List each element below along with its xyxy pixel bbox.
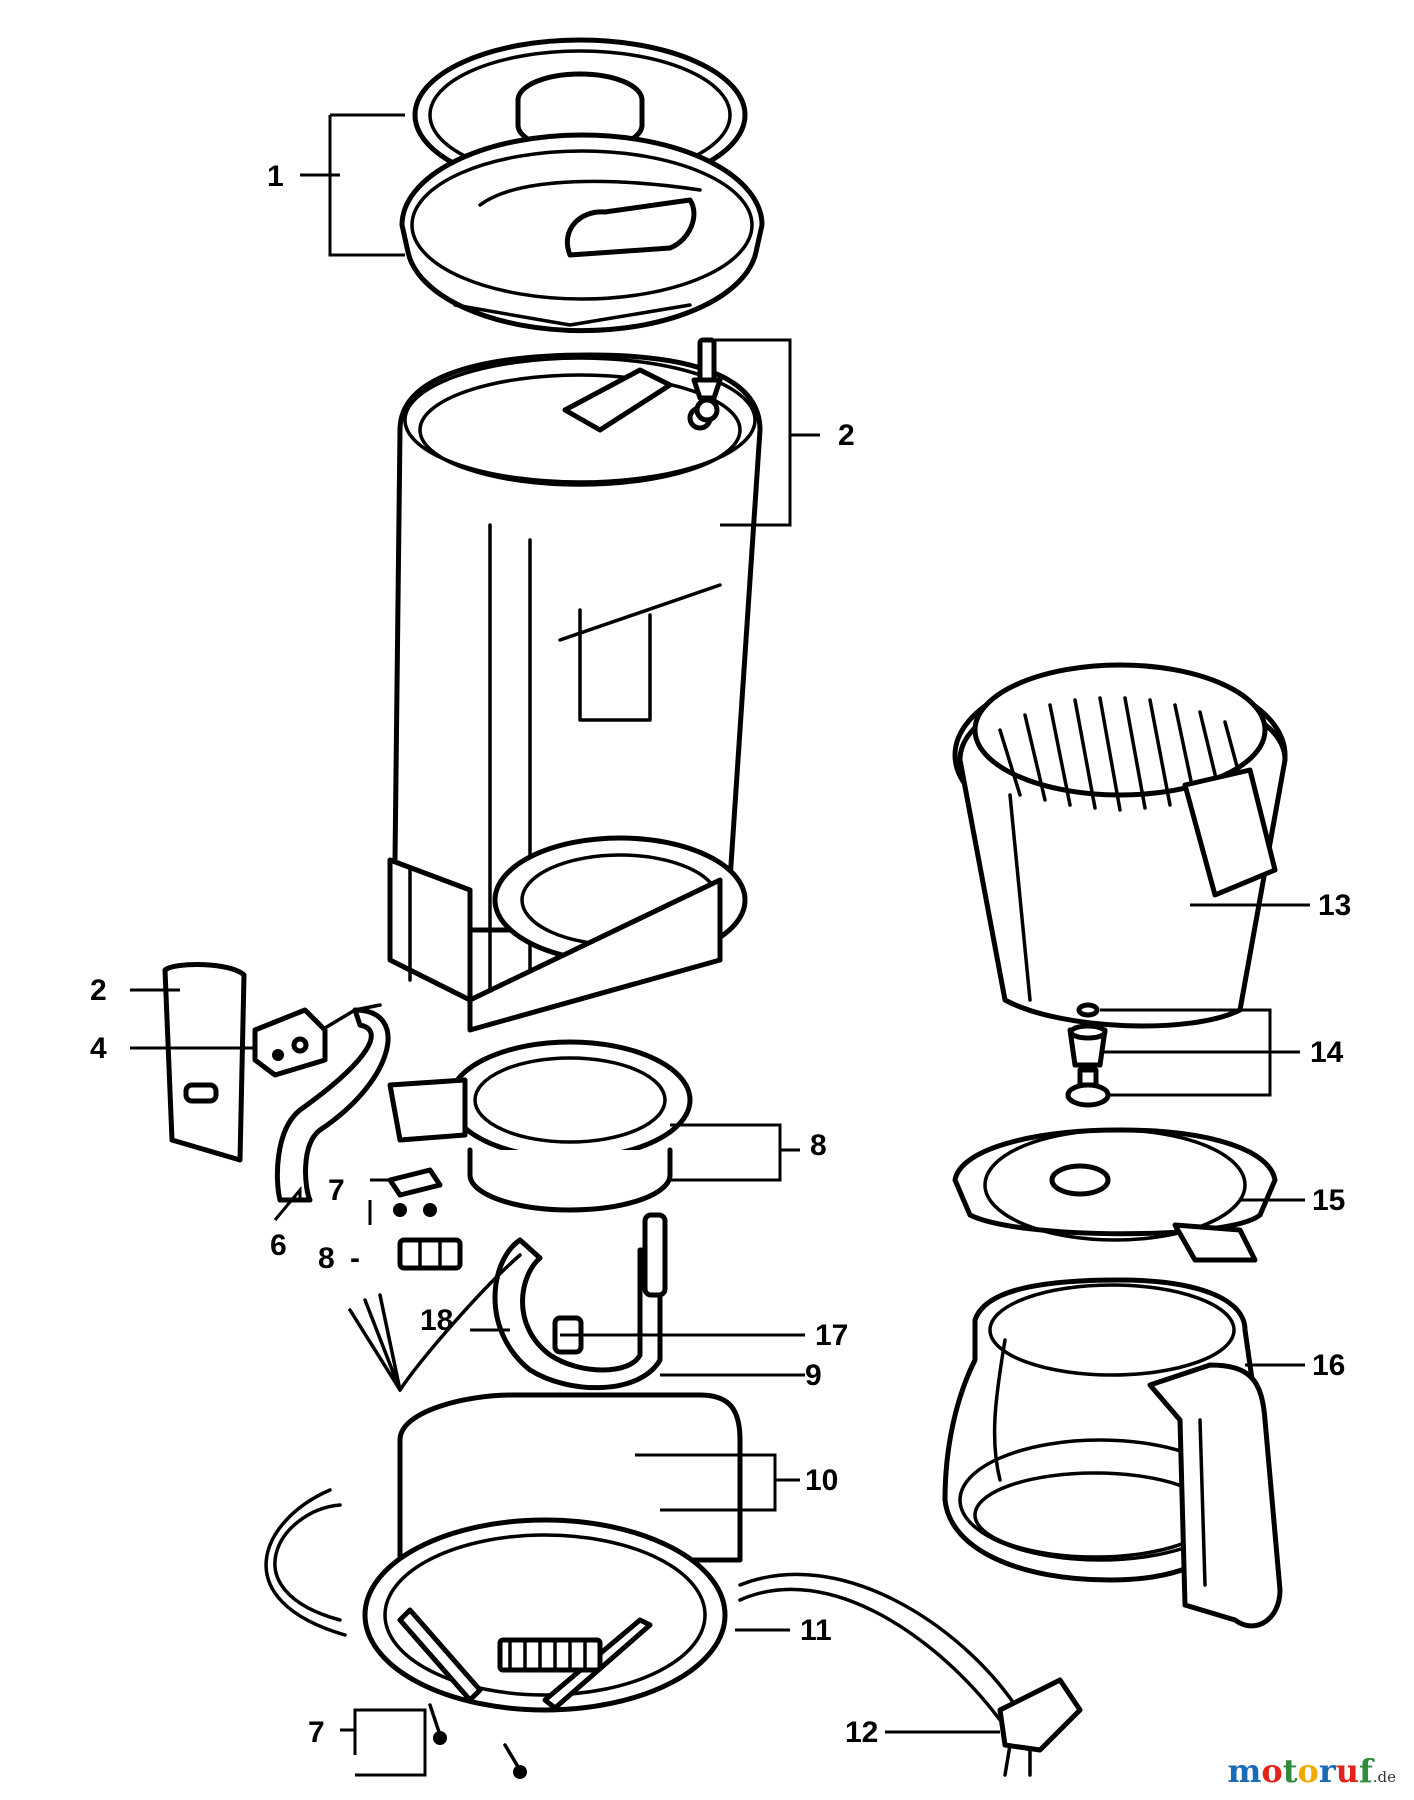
- part-7-screws: [428, 1703, 527, 1779]
- watermark-letter: f: [1358, 1752, 1373, 1790]
- watermark-letters: motoruf: [1228, 1752, 1373, 1790]
- watermark-letter: o: [1297, 1752, 1319, 1790]
- part-16-glass-carafe: [942, 1277, 1283, 1629]
- part-14-valve-stack: [1065, 1002, 1111, 1108]
- part-9-heating-element: [492, 1212, 668, 1391]
- callout-11: 11: [800, 1614, 832, 1647]
- leader-lines: [130, 113, 1310, 1777]
- part-15-carafe-lid: [952, 1127, 1278, 1263]
- part-12-power-cord: [264, 1488, 1083, 1777]
- callout-18: 18: [420, 1304, 453, 1337]
- part-8-terminal-block: [397, 1237, 463, 1271]
- callout-12: 12: [845, 1716, 878, 1749]
- filter-pleats: [998, 696, 1244, 812]
- callout-8-ring: 8: [810, 1129, 827, 1162]
- part-11-base: [362, 1392, 743, 1713]
- callout-1: 1: [267, 160, 284, 193]
- part-7-bracket: [387, 1167, 443, 1217]
- part-2-side-cover: [162, 962, 247, 1163]
- main-housing: [387, 352, 763, 1033]
- watermark-letter: t: [1282, 1752, 1298, 1790]
- callout-7-mid: 7: [328, 1174, 345, 1207]
- callout-2-left: 2: [90, 974, 107, 1007]
- callout-9: 9: [805, 1359, 822, 1392]
- part-6-tube: [274, 1007, 391, 1203]
- watermark-letter: o: [1261, 1752, 1283, 1790]
- watermark-logo: motoruf.de: [1228, 1752, 1396, 1790]
- watermark-suffix: .de: [1372, 1768, 1396, 1786]
- part-18-wire: [348, 1253, 522, 1392]
- watermark-letter: m: [1227, 1752, 1262, 1790]
- callout-labels: 1 2 2 4 6 7 8 8 - 9 10 11 12 13 14 15 16…: [90, 160, 1351, 1749]
- callout-8-dash: -: [350, 1242, 360, 1275]
- part-13-filter-basket: [952, 662, 1288, 1029]
- callout-4: 4: [90, 1032, 107, 1065]
- callout-15: 15: [1312, 1184, 1345, 1217]
- callout-13: 13: [1318, 889, 1351, 922]
- callout-17: 17: [815, 1319, 848, 1352]
- watermark-letter: u: [1335, 1752, 1359, 1790]
- part-2-valve: [691, 337, 723, 423]
- part-8-gasket: [387, 1039, 693, 1213]
- callout-2-top: 2: [838, 419, 855, 452]
- watermark-letter: r: [1318, 1752, 1336, 1790]
- callout-10: 10: [805, 1464, 838, 1497]
- callout-14: 14: [1310, 1036, 1344, 1069]
- callout-6: 6: [270, 1229, 287, 1262]
- part-4-switch: [252, 1003, 382, 1078]
- part-1-lid: [399, 37, 765, 334]
- callout-7-bottom: 7: [308, 1716, 325, 1749]
- callout-8-small: 8: [318, 1242, 335, 1275]
- callout-16: 16: [1312, 1349, 1345, 1382]
